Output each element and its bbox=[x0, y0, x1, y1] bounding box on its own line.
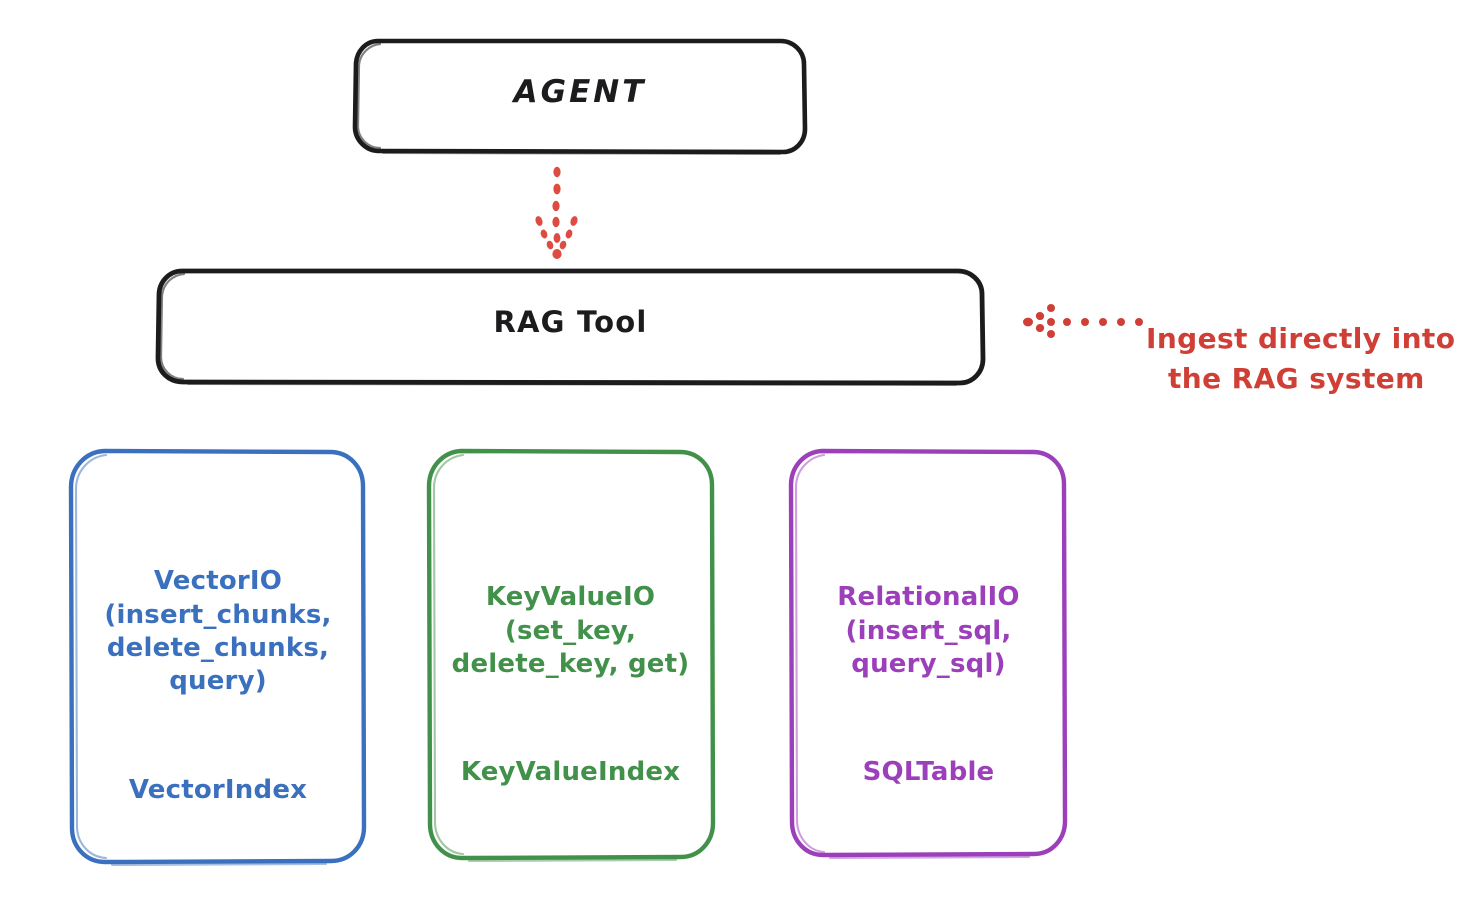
vector-io-index-label: VectorIndex bbox=[128, 774, 308, 805]
agent-label: AGENT bbox=[513, 74, 647, 110]
ingest-annotation-line-1: Ingest directly into bbox=[1146, 321, 1456, 355]
ingest-annotation-line-2: the RAG system bbox=[1168, 362, 1425, 396]
rag-tool-node-shape[interactable] bbox=[155, 268, 986, 386]
rag-tool-label: RAG Tool bbox=[493, 305, 648, 339]
relational-io-api-label: RelationalIO (insert_sql, query_sql) bbox=[837, 582, 1020, 679]
key-value-io-index-label: KeyValueIndex bbox=[460, 757, 681, 788]
ingest-annotation: Ingest directly into the RAG system bbox=[1146, 278, 1476, 440]
key-value-io-node-shape[interactable] bbox=[426, 448, 716, 863]
vector-io-node-shape[interactable] bbox=[68, 448, 367, 867]
key-value-io-label: KeyValueIO (set_key, delete_key, get) Ke… bbox=[428, 548, 713, 823]
relational-io-index-label: SQLTable bbox=[862, 757, 995, 788]
ingest-dotted-arrow bbox=[1023, 304, 1143, 338]
relational-io-node-shape[interactable] bbox=[788, 448, 1068, 860]
vector-io-api-label: VectorIO (insert_chunks, delete_chunks, … bbox=[104, 566, 332, 697]
vector-io-label: VectorIO (insert_chunks, delete_chunks, … bbox=[70, 532, 366, 840]
agent-to-rag-dotted-arrow bbox=[535, 166, 578, 259]
key-value-io-api-label: KeyValueIO (set_key, delete_key, get) bbox=[451, 582, 690, 679]
relational-io-label: RelationalIO (insert_sql, query_sql) SQL… bbox=[790, 548, 1067, 823]
agent-node-shape[interactable] bbox=[352, 38, 808, 155]
